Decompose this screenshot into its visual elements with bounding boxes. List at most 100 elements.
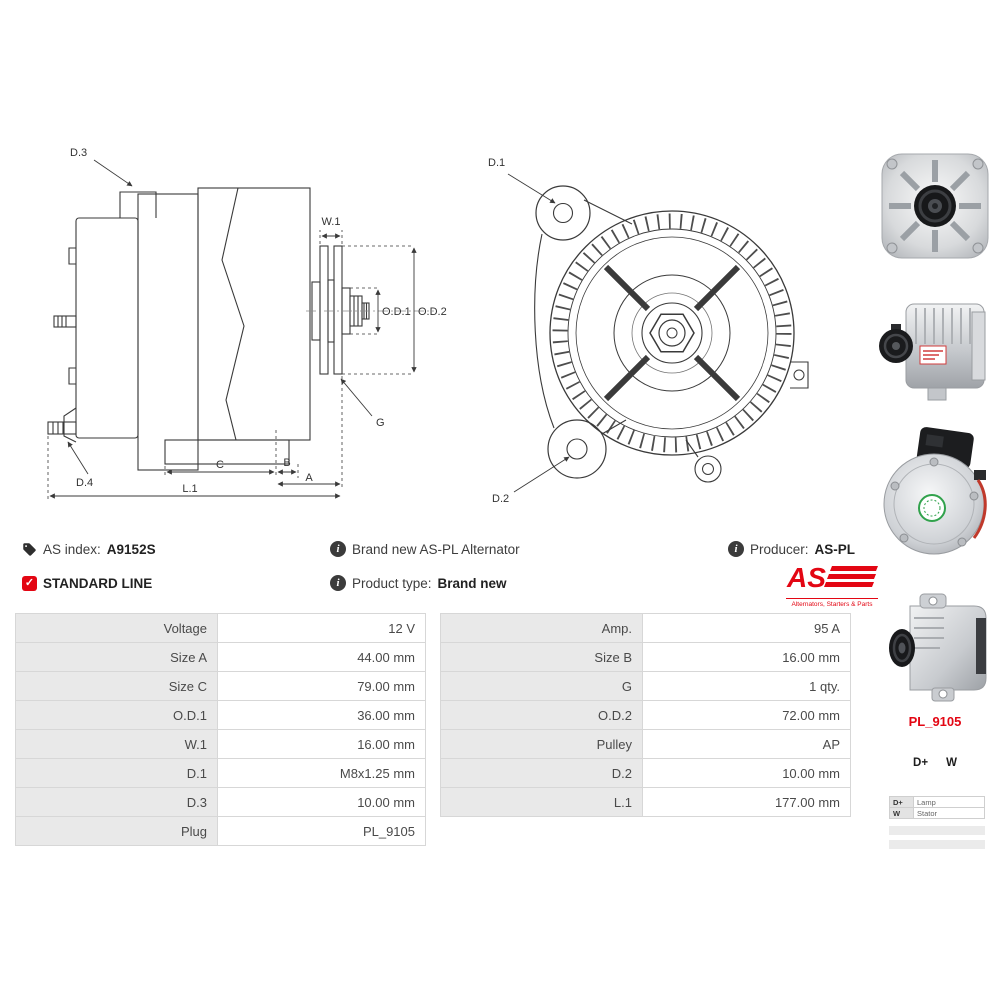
housing-ribs	[915, 308, 971, 344]
legend-row: D+ Lamp	[889, 796, 985, 808]
dim-label-od1: O.D.1	[382, 306, 411, 318]
info-icon: i	[728, 541, 744, 557]
spec-label: O.D.1	[15, 700, 218, 730]
brand-new-text: Brand new AS-PL Alternator	[352, 541, 520, 557]
spec-label: D.1	[15, 758, 218, 788]
spec-value: 177.00 mm	[642, 787, 851, 817]
mounting-bolts	[886, 158, 984, 254]
plug-code: PL_9105	[908, 714, 962, 729]
spec-label: D.3	[15, 787, 218, 817]
red-wire	[972, 479, 987, 539]
spec-value: PL_9105	[217, 816, 426, 846]
rear-ring	[976, 618, 986, 674]
legend-term: W	[889, 807, 914, 819]
extension-lines	[47, 230, 414, 500]
brand-new-note: i Brand new AS-PL Alternator	[330, 540, 520, 558]
spec-label: Size B	[440, 642, 643, 672]
standard-line-label: STANDARD LINE	[43, 575, 153, 591]
product-type-value: Brand new	[437, 575, 507, 591]
spec-label: Size C	[15, 671, 218, 701]
as-pl-logo: AS Alternators, Starters & Parts	[786, 562, 878, 608]
mounting-lug	[927, 387, 947, 401]
info-icon: i	[330, 575, 346, 591]
spec-label: Pulley	[440, 729, 643, 759]
spec-value: 1 qty.	[642, 671, 851, 701]
logo-stripes	[824, 566, 878, 587]
as-index: AS index: A9152S	[22, 540, 156, 558]
dim-label-d1: D.1	[488, 157, 505, 169]
check-icon: ✓	[22, 575, 37, 591]
dimension-lines	[49, 159, 417, 499]
legend-row: W Stator	[889, 807, 985, 819]
spec-label: Plug	[15, 816, 218, 846]
as-pl-logo-mark: AS	[786, 562, 878, 593]
legend-desc: Stator	[913, 807, 985, 819]
green-sticker	[918, 494, 946, 522]
spec-row: Amp.95 A	[440, 613, 851, 643]
product-photo-angle	[889, 593, 987, 702]
terminal-legend: D+ Lamp W Stator	[889, 796, 985, 819]
spec-value: 79.00 mm	[217, 671, 426, 701]
spec-value: M8x1.25 mm	[217, 758, 426, 788]
dim-label-c: C	[216, 459, 224, 471]
terminal-dplus: D+	[913, 757, 929, 769]
product-photo-rear	[883, 427, 987, 555]
spec-label: O.D.2	[440, 700, 643, 730]
housing-fins	[914, 617, 944, 649]
spec-label: L.1	[440, 787, 643, 817]
legend-desc: Lamp	[913, 796, 985, 808]
dim-label-l1: L.1	[182, 483, 197, 495]
dim-label-b: B	[283, 457, 290, 469]
spec-value: 10.00 mm	[217, 787, 426, 817]
through-bolts	[890, 457, 979, 547]
producer: i Producer: AS-PL	[728, 540, 855, 558]
product-type: i Product type: Brand new	[330, 574, 507, 592]
tag-icon	[23, 542, 36, 556]
spec-value: AP	[642, 729, 851, 759]
spec-value: 12 V	[217, 613, 426, 643]
spec-label: Amp.	[440, 613, 643, 643]
spec-label: Voltage	[15, 613, 218, 643]
spec-value: 44.00 mm	[217, 642, 426, 672]
spec-value: 16.00 mm	[642, 642, 851, 672]
legend-term: D+	[889, 796, 914, 808]
spec-label: D.2	[440, 758, 643, 788]
spec-value: 10.00 mm	[642, 758, 851, 788]
spec-label: G	[440, 671, 643, 701]
terminal-markings: D+ W	[876, 757, 994, 769]
terminal-w: W	[946, 757, 957, 769]
spec-value: 95 A	[642, 613, 851, 643]
product-type-label: Product type:	[352, 575, 432, 591]
shaft-nut	[891, 324, 901, 332]
standard-line: ✓ STANDARD LINE	[22, 574, 152, 592]
as-index-label: AS index:	[43, 541, 101, 557]
alternator-face-outline	[534, 185, 809, 483]
dim-label-d3: D.3	[70, 147, 87, 159]
spec-value: 16.00 mm	[217, 729, 426, 759]
producer-value: AS-PL	[814, 541, 856, 557]
rear-cover	[971, 311, 986, 381]
product-photo-front	[881, 153, 989, 259]
producer-label: Producer:	[750, 541, 809, 557]
info-icon: i	[330, 541, 346, 557]
dim-label-od2: O.D.2	[418, 306, 447, 318]
logo-tagline: Alternators, Starters & Parts	[786, 598, 878, 608]
dim-label-d4: D.4	[76, 477, 93, 489]
spec-value: 36.00 mm	[217, 700, 426, 730]
legend-divider-bar	[889, 840, 985, 849]
side-view-technical-drawing: D.3 W.1 O.D.1 O.D.2 G D.4 C B A L.1	[47, 147, 447, 500]
dim-label-g: G	[376, 417, 385, 429]
dim-label-w1: W.1	[322, 216, 341, 228]
face-leader-lines	[507, 173, 570, 493]
spec-label: Size A	[15, 642, 218, 672]
dim-label-a: A	[305, 472, 313, 484]
